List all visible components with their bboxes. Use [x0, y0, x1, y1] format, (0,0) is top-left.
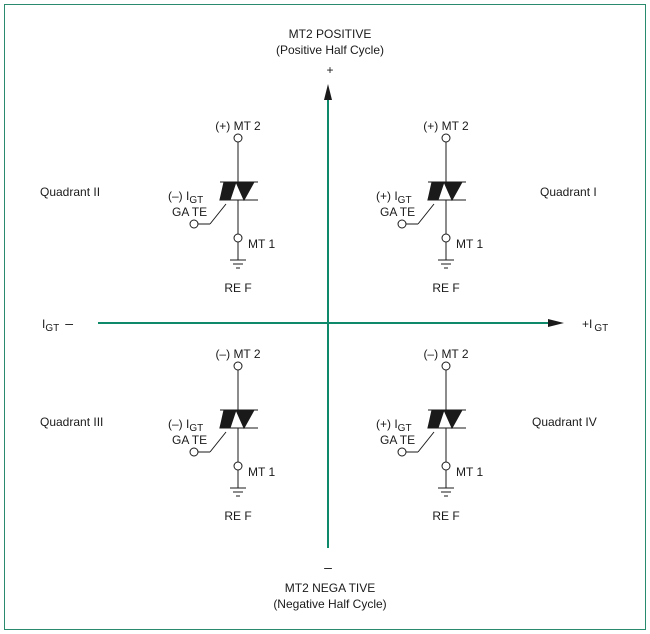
bottom-sign: –	[324, 559, 332, 575]
mt1-label: MT 1	[456, 237, 483, 251]
gate-label: GA TE	[172, 433, 207, 447]
bottom-subtitle: (Negative Half Cycle)	[273, 597, 386, 611]
mt1-label: MT 1	[456, 465, 483, 479]
gate-current-label: (–) IGT	[168, 417, 203, 434]
ref-label: RE F	[432, 509, 459, 523]
quadrant-name: Quadrant I	[540, 185, 597, 199]
gate-label: GA TE	[380, 433, 415, 447]
quadrant-ii: Quadrant II (+) MT 2 (–) IGT GA TE MT 1 …	[40, 119, 275, 295]
bottom-title: MT2 NEGA TIVE	[285, 581, 375, 595]
quadrant-iii: Quadrant III (–) MT 2 (–) IGT GA TE MT 1…	[40, 347, 275, 523]
left-axis-label: IGT–	[42, 315, 73, 334]
gate-current-label: (–) IGT	[168, 189, 203, 206]
gate-current-label: (+) IGT	[376, 417, 412, 434]
ref-label: RE F	[224, 509, 251, 523]
mt2-label: (+) MT 2	[423, 119, 469, 133]
gate-current-label: (+) IGT	[376, 189, 412, 206]
gate-label: GA TE	[380, 205, 415, 219]
horizontal-axis-arrow	[548, 319, 564, 327]
mt2-label: (–) MT 2	[423, 347, 468, 361]
gate-label: GA TE	[172, 205, 207, 219]
mt1-label: MT 1	[248, 237, 275, 251]
ref-label: RE F	[224, 281, 251, 295]
ref-label: RE F	[432, 281, 459, 295]
mt2-label: (–) MT 2	[215, 347, 260, 361]
quadrant-name: Quadrant II	[40, 185, 100, 199]
mt2-label: (+) MT 2	[215, 119, 261, 133]
diagram-border	[4, 4, 646, 630]
quadrant-name: Quadrant III	[40, 415, 103, 429]
quadrant-i: Quadrant I (+) MT 2 (+) IGT GA TE MT 1 R…	[376, 119, 597, 295]
top-title: MT2 POSITIVE	[289, 27, 372, 41]
top-sign: +	[326, 63, 333, 77]
mt1-label: MT 1	[248, 465, 275, 479]
top-subtitle: (Positive Half Cycle)	[276, 43, 384, 57]
quadrant-iv: Quadrant IV (–) MT 2 (+) IGT GA TE MT 1 …	[376, 347, 597, 523]
quadrant-name: Quadrant IV	[532, 415, 597, 429]
vertical-axis-arrow	[324, 84, 332, 100]
